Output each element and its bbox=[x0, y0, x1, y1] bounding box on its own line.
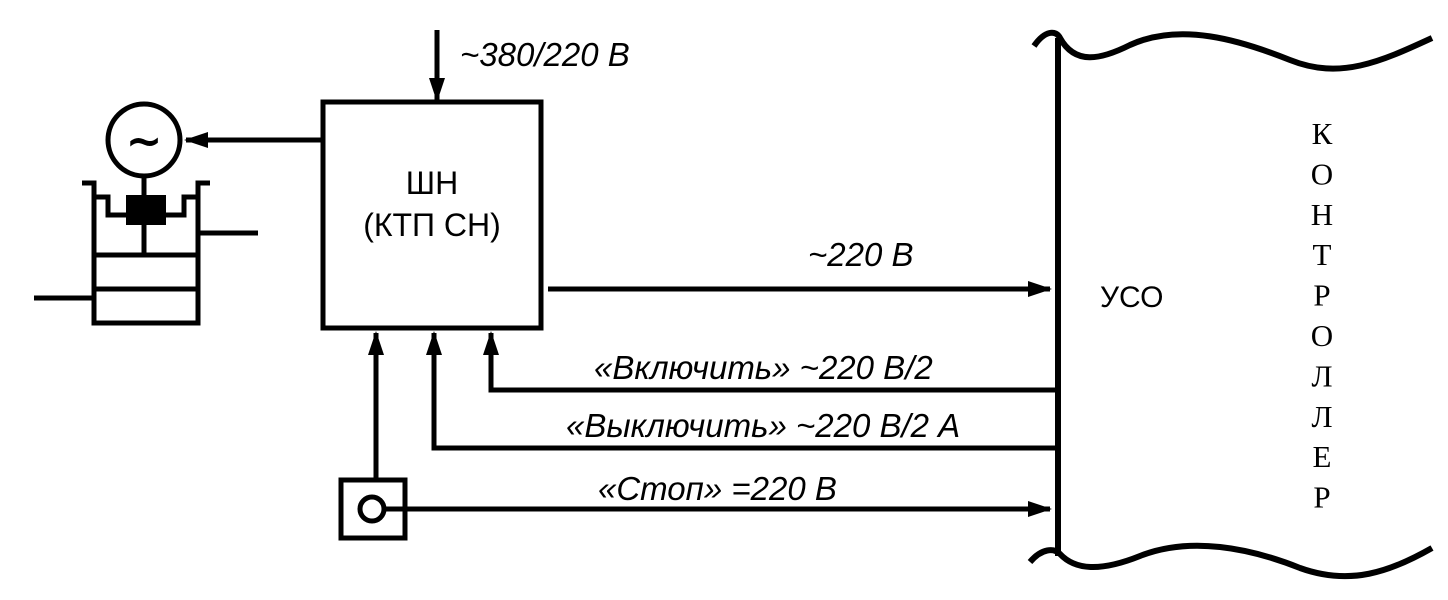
on-signal-line bbox=[483, 331, 1058, 393]
coupling-block bbox=[126, 195, 166, 225]
controller-letter: Т bbox=[1313, 237, 1332, 272]
stop-signal-label: «Стоп» =220 В bbox=[598, 470, 837, 507]
off-signal-label: «Выключить» ~220 В/2 А bbox=[566, 407, 960, 444]
off-signal-line bbox=[426, 331, 1058, 451]
pump-unit: ~ bbox=[34, 101, 258, 326]
controller-letter: К bbox=[1312, 116, 1333, 151]
output-label: ~220 В bbox=[808, 236, 914, 273]
stop-button-icon bbox=[357, 494, 387, 524]
cabinet-label-line2: (КТП СН) bbox=[363, 207, 501, 243]
uso-label: УСО bbox=[1100, 281, 1163, 314]
cabinet-box bbox=[320, 99, 544, 331]
supply-label: ~380/220 В bbox=[460, 36, 630, 73]
controller-letter: О bbox=[1311, 156, 1333, 191]
generator-symbol: ~ bbox=[126, 116, 163, 167]
controller-letter: О bbox=[1311, 318, 1333, 353]
on-signal-label: «Включить» ~220 В/2 bbox=[594, 349, 933, 386]
controller-letter: Е bbox=[1313, 439, 1332, 474]
cabinet-label-line1: ШН bbox=[406, 165, 458, 201]
controller-letter: Л bbox=[1311, 399, 1332, 434]
controller-letter: Л bbox=[1311, 358, 1332, 393]
controller-letter: Н bbox=[1311, 197, 1333, 232]
controller-letter: Р bbox=[1313, 480, 1330, 515]
controller-letter: Р bbox=[1313, 278, 1330, 313]
